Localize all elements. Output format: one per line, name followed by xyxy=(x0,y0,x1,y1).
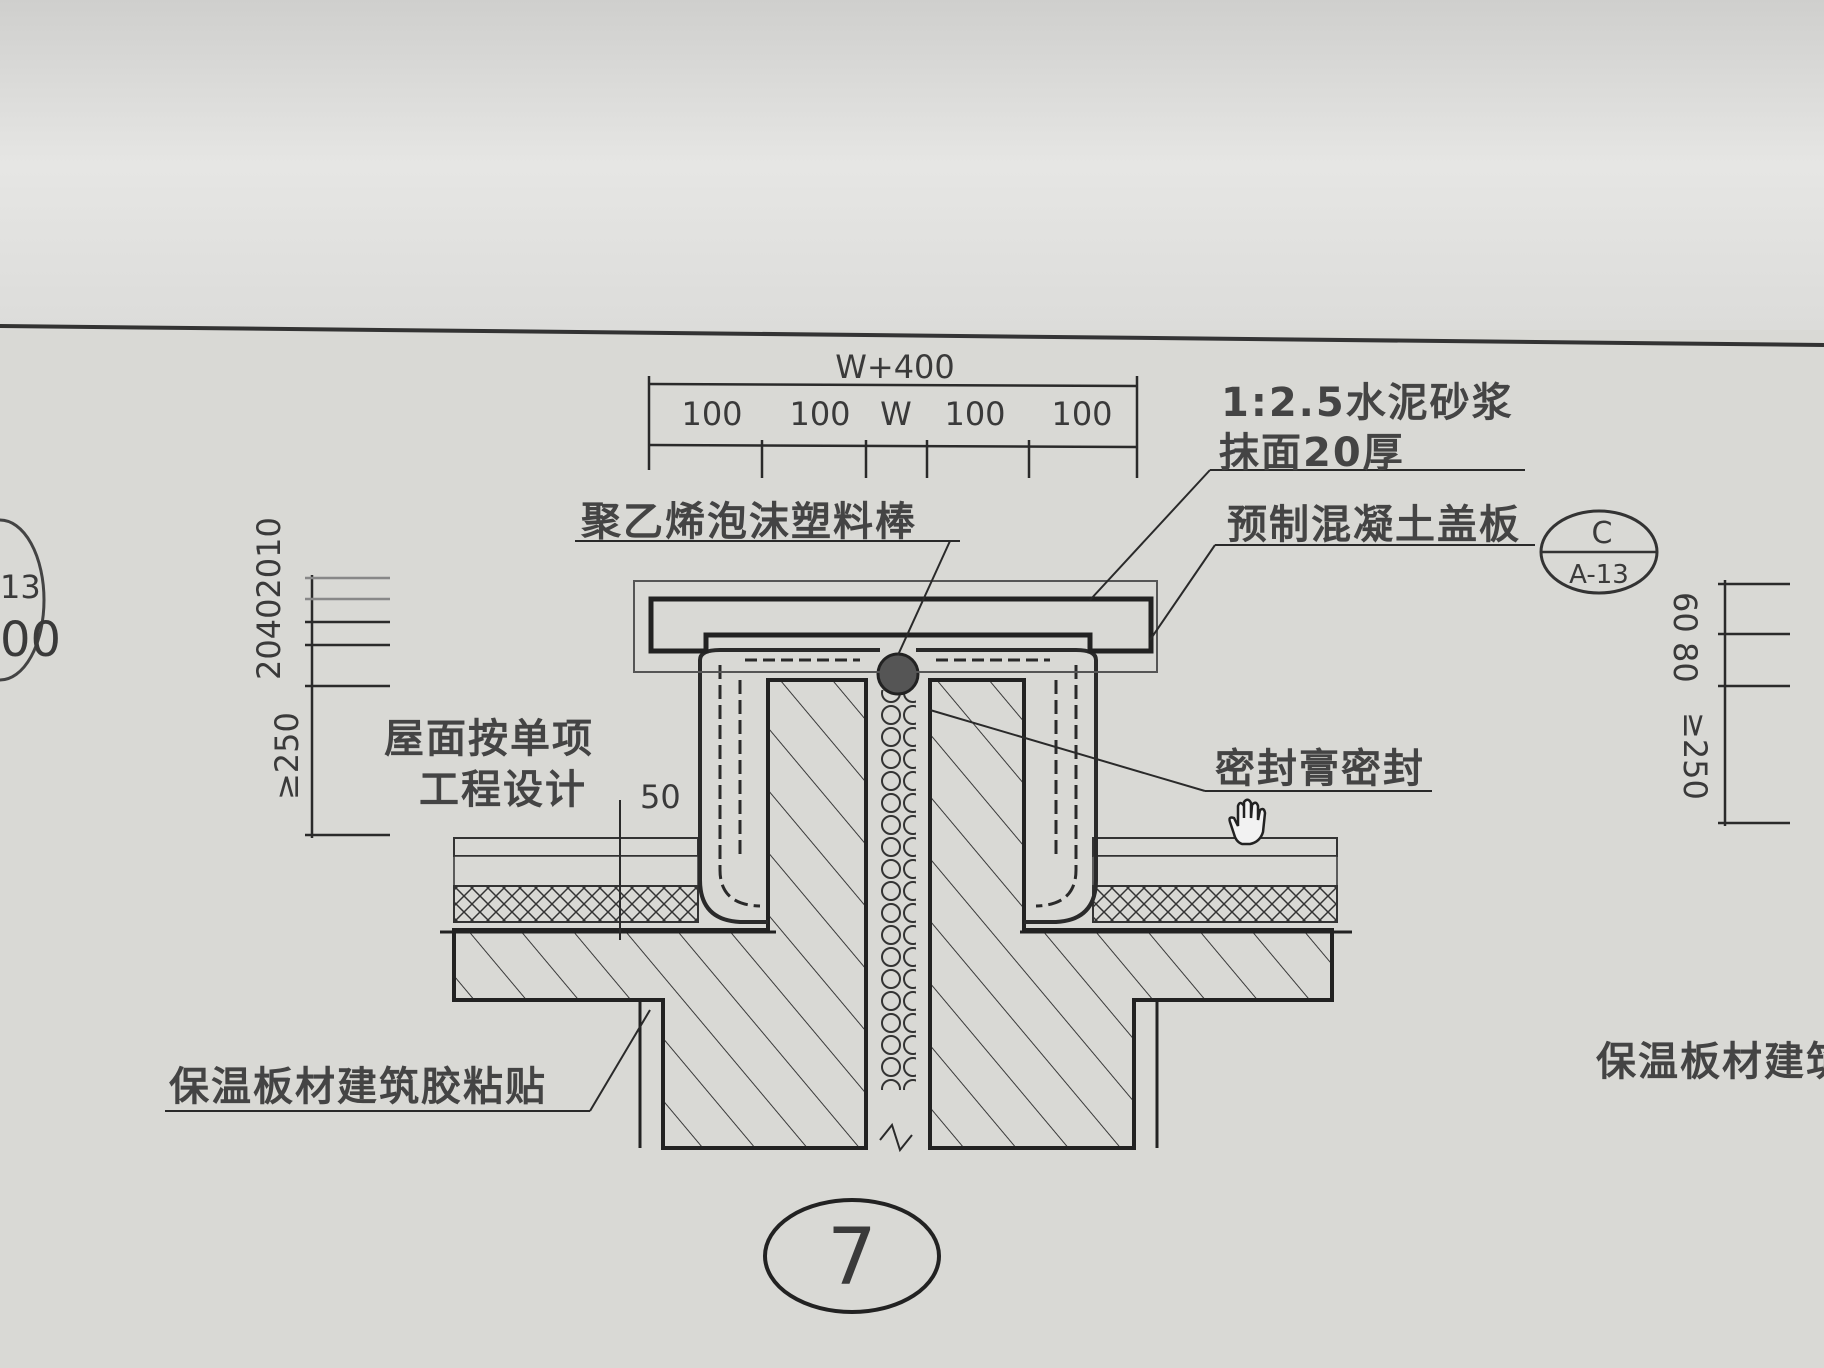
separator-line xyxy=(0,324,1824,347)
label-roof-line1: 屋面按单项 xyxy=(384,716,594,762)
label-sealant: 密封膏密封 xyxy=(1215,746,1425,792)
right-dim-b: 80 xyxy=(1666,642,1704,683)
concrete-structure xyxy=(440,678,1352,1150)
label-mortar-line2: 抹面20厚 xyxy=(1219,430,1405,476)
dim-seg-5: 100 xyxy=(1051,395,1112,433)
foam-rod xyxy=(876,652,920,696)
gap-break-mark xyxy=(879,1122,913,1153)
reference-bubble: C A-13 xyxy=(1539,509,1659,595)
label-insulation-glue-right: 保温板材建筑 xyxy=(1596,1039,1824,1085)
label-mortar-line1: 1:2.5水泥砂浆 xyxy=(1221,380,1514,426)
dim-seg-2: 100 xyxy=(789,395,850,433)
label-insulation-glue: 保温板材建筑胶粘贴 xyxy=(169,1064,547,1110)
top-dimension xyxy=(647,376,1139,478)
dim-seg-4: 100 xyxy=(944,395,1005,433)
roof-layers-left xyxy=(453,837,699,923)
precast-cover-plate xyxy=(633,580,1158,673)
left-dim-stack: 20402010 xyxy=(250,517,288,680)
dim-seg-1: 100 xyxy=(681,395,742,433)
left-edge-ref-bottom: 00 xyxy=(0,612,61,668)
reference-bottom: A-13 xyxy=(1569,560,1629,590)
screen-top-area xyxy=(0,0,1824,330)
left-dimension xyxy=(305,575,390,838)
left-edge-reference-bubble xyxy=(0,518,46,682)
waterproof-membrane xyxy=(698,648,1098,924)
left-dim-height: ≥250 xyxy=(268,712,306,800)
detail-number-bubble xyxy=(763,1198,941,1314)
label-roof-line2: 工程设计 xyxy=(419,767,587,813)
dim-overall: W+400 xyxy=(835,348,955,386)
right-dim-a: 60 xyxy=(1666,592,1704,633)
left-edge-ref-top: 13 xyxy=(0,568,41,606)
roof-layers-right xyxy=(1092,837,1338,923)
dim-seg-3: W xyxy=(880,395,912,433)
leader-lines xyxy=(165,469,1535,1112)
right-dimension xyxy=(1718,580,1790,826)
hand-cursor-icon xyxy=(1228,798,1267,846)
label-precast-cover: 预制混凝土盖板 xyxy=(1227,502,1521,548)
label-offset: 50 xyxy=(640,778,681,816)
detail-number: 7 xyxy=(827,1213,877,1303)
right-dim-height: ≥250 xyxy=(1676,712,1714,800)
label-foam-rod: 聚乙烯泡沫塑料棒 xyxy=(580,499,917,545)
reference-top: C xyxy=(1592,516,1613,551)
foam-filler xyxy=(880,690,916,1090)
